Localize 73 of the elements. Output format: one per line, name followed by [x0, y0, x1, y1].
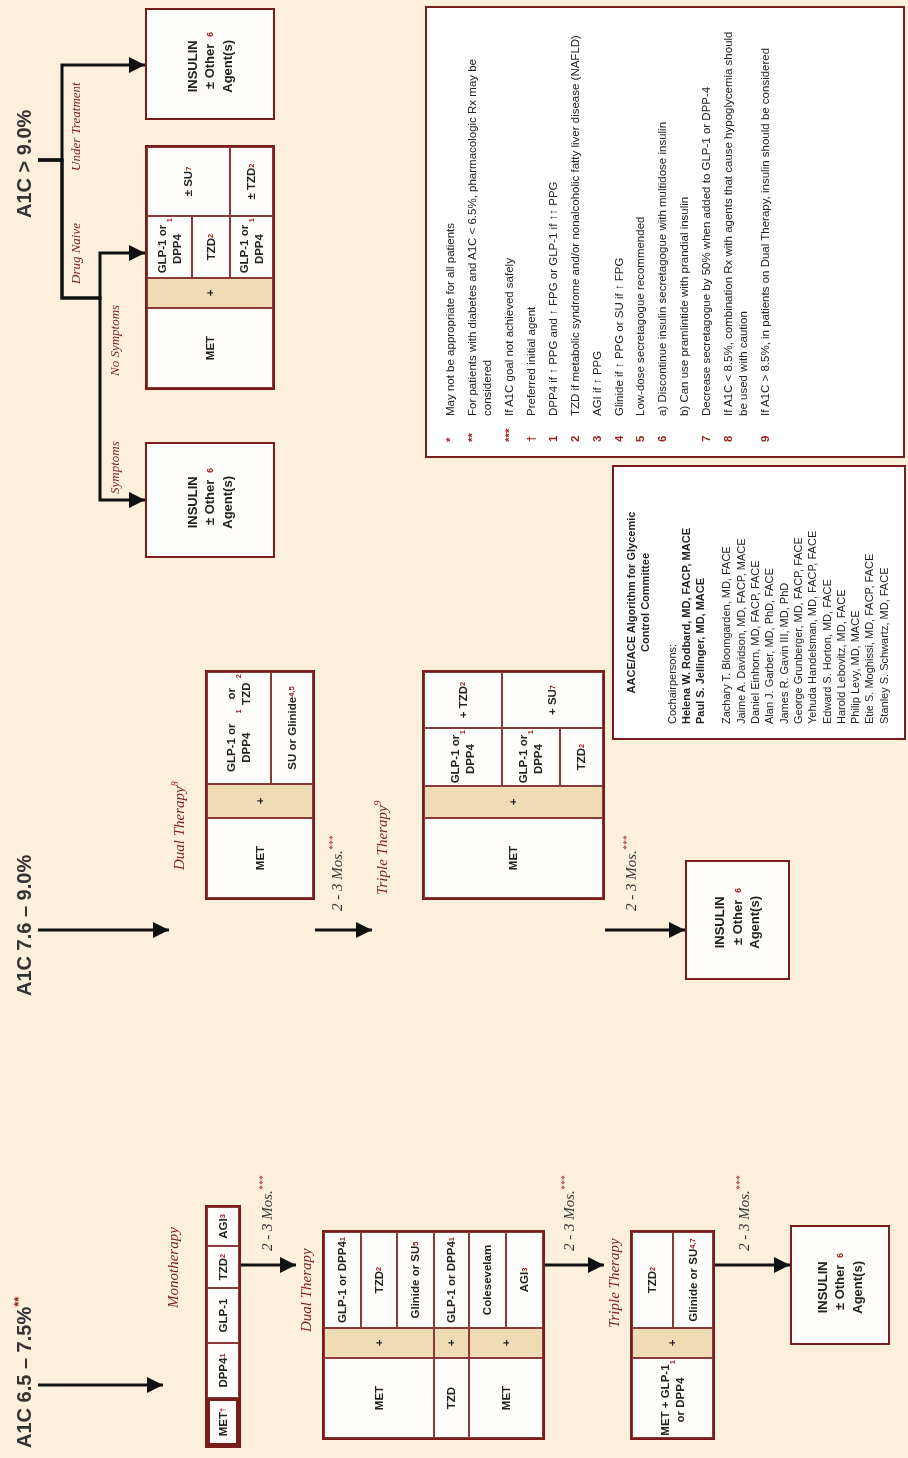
arrow [545, 1257, 604, 1273]
footnote-text: May not be appropriate for all patients [443, 221, 457, 416]
footnote-marker: 1 [545, 434, 560, 442]
footnote-text: If A1C goal not achieved safely [501, 257, 516, 416]
therapy-cell: MET [207, 818, 313, 898]
footnote-panel [425, 6, 905, 458]
footnote-marker: 6 [655, 434, 670, 442]
footnote-marker: 3 [589, 434, 604, 442]
footnote-text: If A1C < 8.5%, combination Rx with agents that cause hypoglycemia should be used with caution [721, 30, 751, 416]
footnote-marker: 7 [699, 434, 714, 442]
footnote-marker: ** [464, 432, 479, 442]
therapy-cell: GLP-1 [207, 1288, 239, 1343]
footnote-text: AGI if ↑ PPG [589, 349, 604, 416]
committee-member: Jaime A. Davidson, MD, FACP, MACE [733, 537, 748, 724]
footnote-text: If A1C > 8.5%, in patients on Dual Therapy, insulin should be considered [758, 46, 773, 416]
arrow [38, 57, 145, 162]
footnote-marker: 8 [721, 434, 736, 442]
arrow [315, 922, 372, 938]
therapy-cell: MET [424, 818, 603, 898]
therapy-cell: MET [324, 1358, 434, 1438]
footnote-marker: 4 [611, 434, 626, 442]
footnote-marker: 9 [758, 434, 773, 442]
footnote-marker: * [443, 436, 457, 442]
arrow [38, 1377, 163, 1393]
therapy-cell: MET [469, 1358, 543, 1438]
plus-cell: + [147, 278, 273, 308]
therapy-cell: Colesevelam [469, 1232, 506, 1328]
committee-member: Helena W. Rodbard, MD, FACP, MACE [678, 527, 693, 724]
committee-member: Edward S. Horton, MD, FACE [819, 578, 834, 724]
committee-member: James R. Gavin III, MD, PhD [776, 581, 791, 724]
committee-member: Etie S. Moghissi, MD, FACP, FACE [862, 552, 877, 724]
therapy-heading: Triple Therapy [605, 1238, 623, 1328]
footnote-text: Glinide if ↑ PPG or SU if ↑ FPG [611, 256, 626, 416]
committee-member: Philip Levy, MD, MACE [848, 609, 863, 724]
arrow [241, 1257, 296, 1273]
footnote-marker: *** [501, 427, 516, 442]
footnote-text: TZD if metabolic syndrome and/or nonalcoholic fatty liver disease (NAFLD) [567, 34, 582, 416]
plus-cell: + [469, 1328, 543, 1358]
footnote-text: For patients with diabetes and A1C < 6.5%, pharmacologic Rx may be considered [464, 58, 494, 416]
committee-member: Zachary T. Bloomgarden, MD, FACE [719, 545, 734, 724]
committee-member: Stanley S. Schwartz, MD, FACE [876, 566, 891, 724]
committee-member: Paul S. Jellinger, MD, MACE [693, 576, 708, 724]
committee-member: George Grunberger, MD, FACP, FACE [790, 536, 805, 724]
plus-cell: + [632, 1328, 713, 1358]
committee-member: Alan J. Garber, MD, PhD, FACE [762, 567, 777, 724]
footnote-text: Low-dose secretagogue recommended [633, 215, 648, 416]
arrow [715, 1257, 790, 1273]
therapy-heading: Monotherapy [164, 1227, 182, 1308]
range-title: A1C > 9.0% [10, 102, 38, 218]
arrow [38, 922, 169, 938]
range-title: A1C 7.6 – 9.0% [10, 836, 38, 996]
committee-panel [612, 465, 906, 740]
plus-cell: + [424, 786, 603, 818]
committee-member: Harold Lebovitz, MD, FACE [833, 588, 848, 724]
committee-member: Cochairpersons: [664, 642, 679, 724]
therapy-cell: MET [147, 308, 273, 388]
therapy-heading: Dual Therapy [297, 1248, 315, 1332]
footnote-text: Decrease secretagogue by 50% when added to GLP-1 or DPP-4 [699, 85, 714, 416]
footnote-marker: 5 [633, 434, 648, 442]
plus-cell: + [434, 1328, 469, 1358]
plus-cell: + [324, 1328, 434, 1358]
committee-member: Daniel Einhorn, MD, FACP, FACE [748, 559, 763, 724]
footnote-marker: 2 [567, 434, 582, 442]
footnote-text: DPP4 if ↑ PPG and ↑ FPG or GLP-1 if ↑↑ PPG [545, 180, 560, 416]
footnote-marker: † [523, 434, 538, 442]
committee-title: AACE/ACE Algorithm for Glycemic Control Committee [624, 510, 653, 696]
therapy-cell: TZD [434, 1358, 469, 1438]
arrow [605, 922, 685, 938]
plus-cell: + [207, 784, 313, 818]
footnote-text: Preferred initial agent [523, 305, 538, 416]
committee-member: Yehuda Handelsman, MD, FACP, FACE [805, 529, 820, 724]
footnote-text: a) Discontinue insulin secretagogue with multidose insulin [655, 120, 670, 416]
footnote-text: b) Can use pramlintide with prandial insulin [677, 195, 692, 416]
